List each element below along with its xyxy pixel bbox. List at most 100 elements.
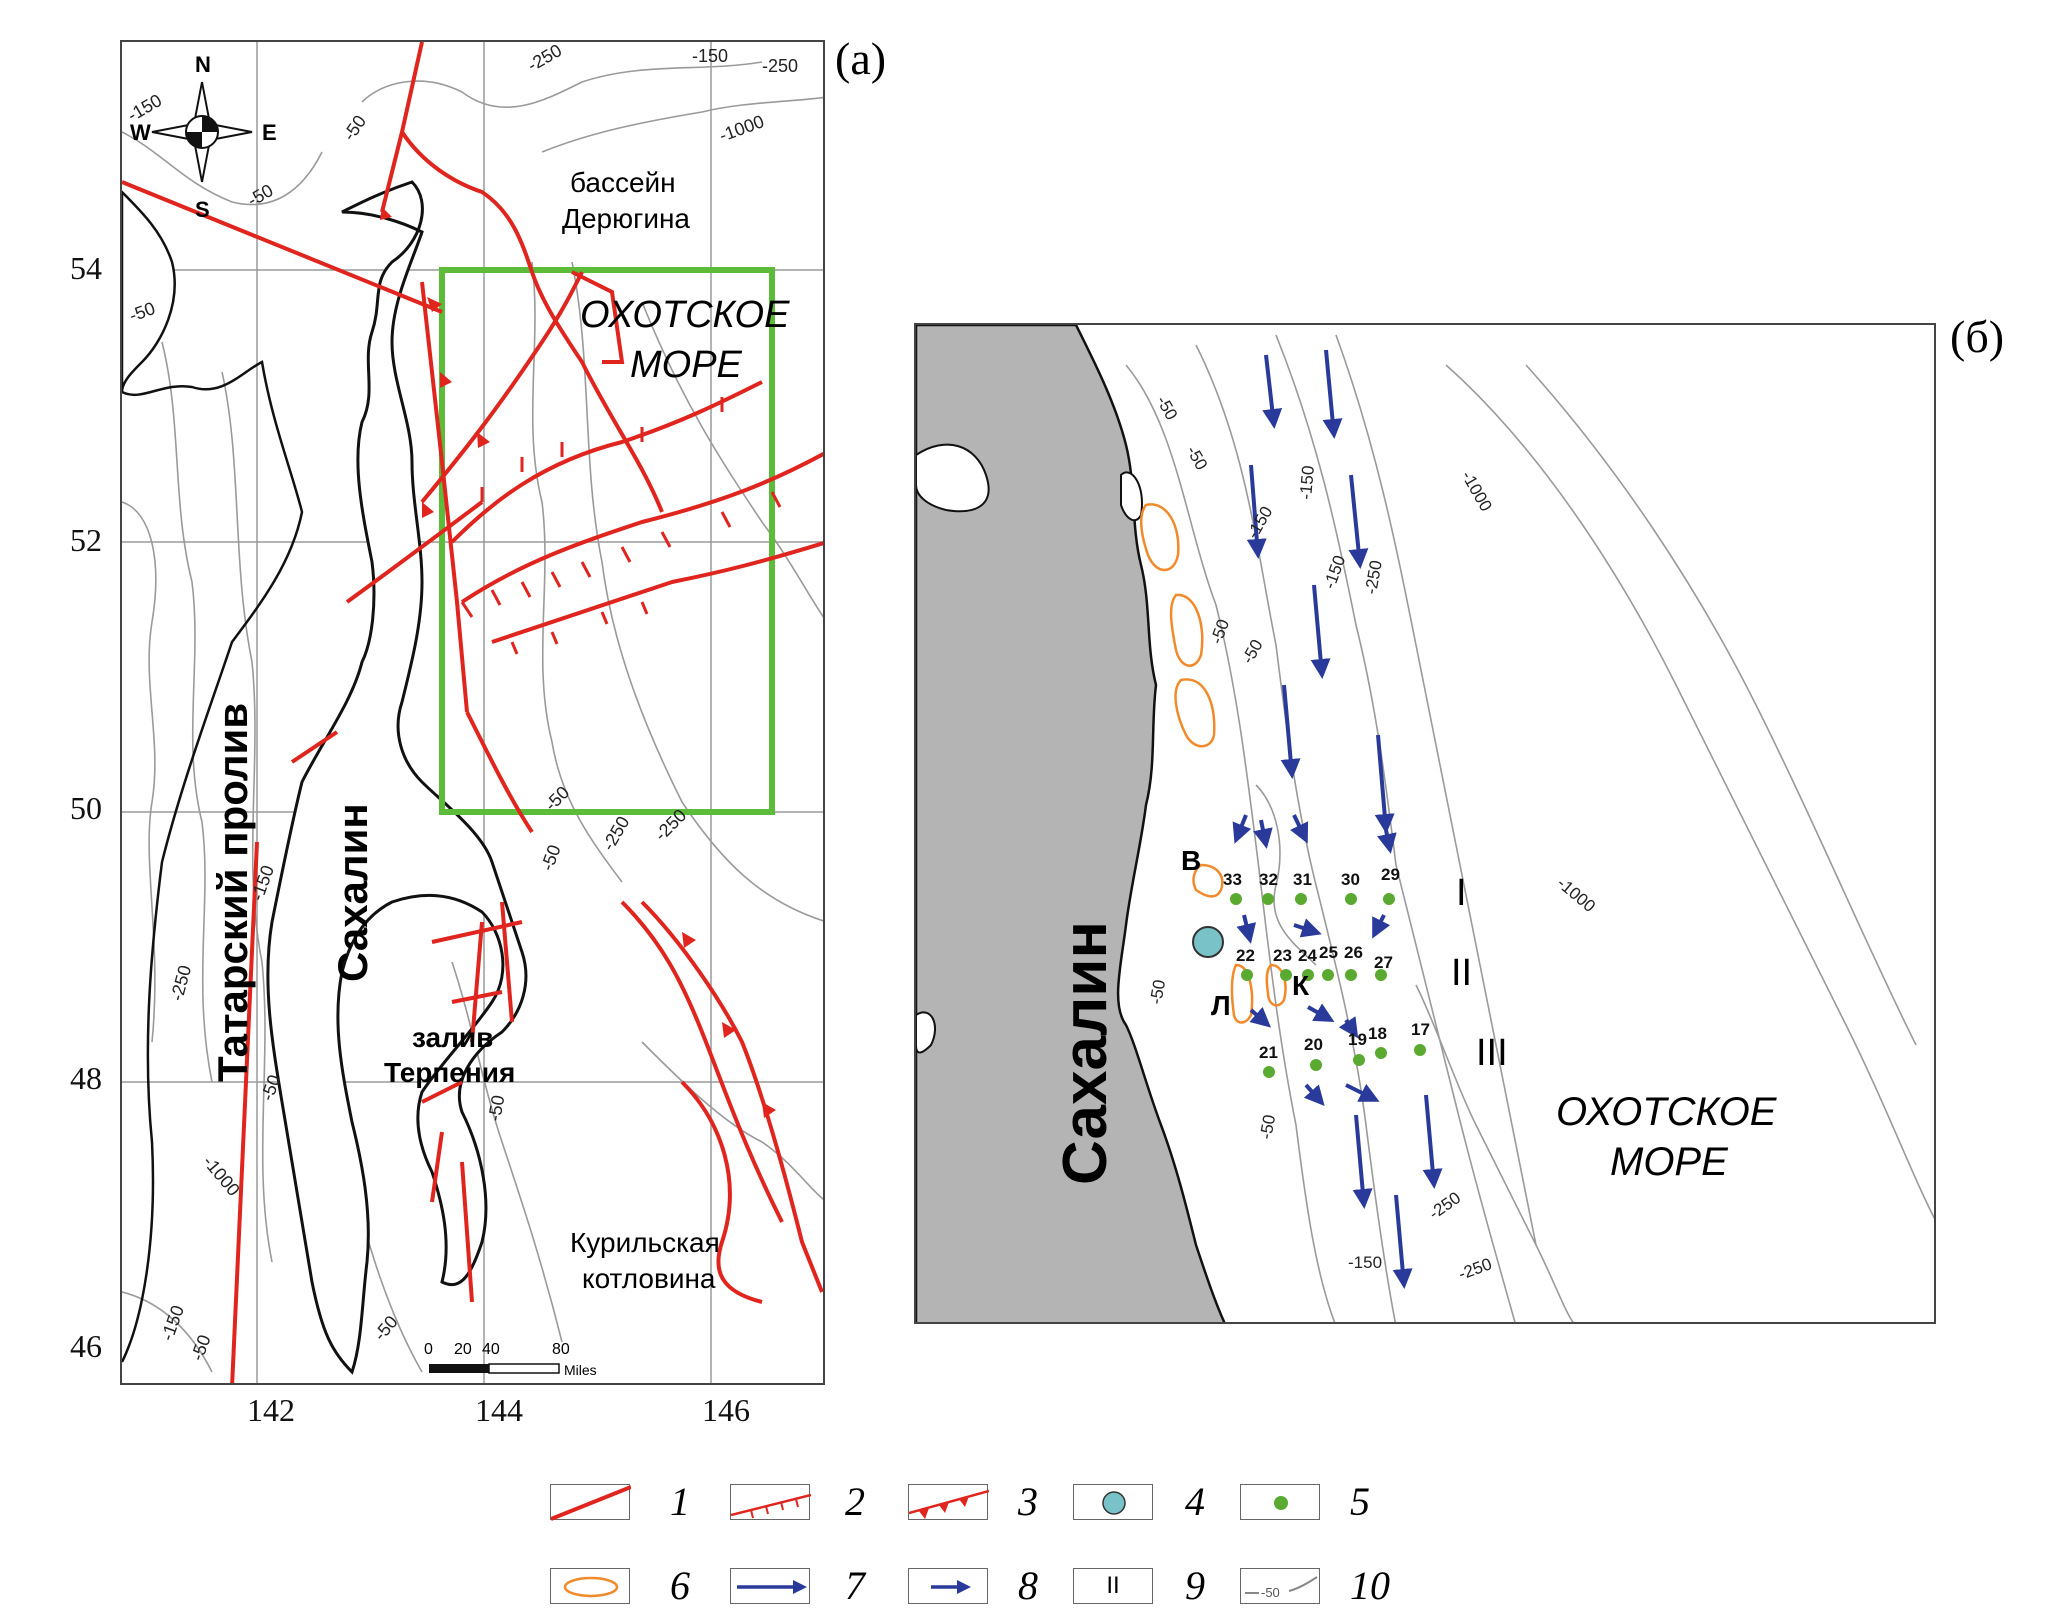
svg-text:-250: -250 bbox=[524, 42, 565, 75]
label-okhotsk-2: МОРЕ bbox=[630, 344, 743, 386]
svg-text:31: 31 bbox=[1293, 870, 1312, 889]
legend-num-4: 4 bbox=[1185, 1479, 1205, 1524]
label-deryugin-2: Дерюгина bbox=[562, 203, 690, 234]
svg-text:-50: -50 bbox=[370, 1312, 402, 1345]
svg-text:27: 27 bbox=[1374, 953, 1393, 972]
lon-tick: 146 bbox=[702, 1392, 750, 1428]
panel-a-tag: (a) bbox=[835, 33, 887, 84]
legend-box-8 bbox=[908, 1568, 988, 1604]
svg-text:-150: -150 bbox=[692, 46, 728, 66]
label-okhotsk-b-2: МОРЕ bbox=[1610, 1140, 1729, 1184]
svg-text:-50: -50 bbox=[1153, 393, 1182, 424]
lat-tick: 52 bbox=[70, 522, 102, 558]
compass-e: E bbox=[262, 120, 277, 145]
compass-s: S bbox=[195, 197, 210, 222]
label-k: К bbox=[1292, 970, 1310, 1001]
label-v: В bbox=[1181, 845, 1201, 876]
svg-text:-50: -50 bbox=[339, 112, 370, 145]
label-sakhalin: Сахалин bbox=[329, 803, 376, 982]
svg-text:-1000: -1000 bbox=[1553, 874, 1599, 917]
label-okhotsk: ОХОТСКОЕ bbox=[580, 294, 790, 336]
label-okhotsk-b: ОХОТСКОЕ bbox=[1556, 1090, 1778, 1134]
label-sakhalin-b: Сахалин bbox=[1051, 921, 1120, 1185]
transect-ii: II bbox=[1451, 952, 1472, 994]
label-l: Л bbox=[1211, 990, 1231, 1021]
scale-bar: 0 20 40 80 Miles bbox=[424, 1341, 597, 1378]
legend-num-9: 9 bbox=[1185, 1563, 1205, 1608]
svg-text:29: 29 bbox=[1381, 865, 1400, 884]
faults bbox=[122, 42, 823, 1383]
legend-box-3 bbox=[908, 1484, 990, 1520]
panel-b-map: 33 32 31 30 29 22 23 24 25 26 27 21 20 1… bbox=[914, 323, 1936, 1324]
lon-tick: 144 bbox=[475, 1392, 523, 1428]
legend-box-9: II bbox=[1073, 1568, 1153, 1604]
legend-num-1: 1 bbox=[670, 1479, 690, 1524]
svg-text:32: 32 bbox=[1259, 870, 1278, 889]
legend-box-6 bbox=[550, 1568, 630, 1604]
lat-tick: 50 bbox=[70, 790, 102, 826]
mainland-coast bbox=[122, 190, 176, 393]
legend-box-10: -50 bbox=[1240, 1568, 1320, 1604]
panel-b-tag: (б) bbox=[1950, 311, 2005, 362]
legend-num-5: 5 bbox=[1350, 1479, 1370, 1524]
station-numbers: 33 32 31 30 29 22 23 24 25 26 27 21 20 1… bbox=[1223, 865, 1430, 1062]
lat-tick: 54 bbox=[70, 250, 102, 286]
svg-text:30: 30 bbox=[1341, 870, 1360, 889]
svg-text:24: 24 bbox=[1298, 946, 1317, 965]
legend-num-2: 2 bbox=[845, 1479, 865, 1524]
panel-a-svg: N S W E бассейн Дерюгина ОХОТСКОЕ МОРЕ Т… bbox=[122, 42, 823, 1383]
legend-num-7: 7 bbox=[845, 1563, 865, 1608]
legend-num-3: 3 bbox=[1018, 1479, 1038, 1524]
svg-text:-50: -50 bbox=[187, 1332, 215, 1363]
study-area-box bbox=[439, 267, 775, 815]
legend-box-5 bbox=[1240, 1484, 1320, 1520]
svg-text:-150: -150 bbox=[157, 1303, 188, 1344]
svg-text:80: 80 bbox=[552, 1341, 570, 1358]
svg-text:-1000: -1000 bbox=[717, 111, 767, 146]
fault-ticks bbox=[460, 397, 782, 655]
svg-text:17: 17 bbox=[1411, 1020, 1430, 1039]
svg-text:-50: -50 bbox=[244, 180, 277, 210]
label-terpeniya-2: Терпения bbox=[384, 1057, 515, 1088]
depth-labels-b: -50 -50 -150 -150 -250 -1000 -50 -50 -15… bbox=[1146, 393, 1599, 1284]
svg-text:-50: -50 bbox=[1146, 978, 1169, 1006]
isobaths bbox=[122, 61, 823, 1373]
svg-text:-50: -50 bbox=[484, 1094, 508, 1123]
svg-text:-50: -50 bbox=[1238, 636, 1267, 667]
svg-text:22: 22 bbox=[1236, 946, 1255, 965]
svg-text:20: 20 bbox=[1304, 1035, 1323, 1054]
panel-b-svg: 33 32 31 30 29 22 23 24 25 26 27 21 20 1… bbox=[916, 325, 1934, 1322]
lon-tick: 142 bbox=[247, 1392, 295, 1428]
legend-num-6: 6 bbox=[670, 1563, 690, 1608]
label-tatar-strait: Татарский пролив bbox=[209, 703, 256, 1082]
svg-text:-250: -250 bbox=[1456, 1254, 1494, 1283]
sakhalin-island bbox=[266, 180, 528, 1375]
flow-arrows bbox=[1232, 349, 1443, 1289]
transect-i: I bbox=[1456, 872, 1467, 914]
svg-text:26: 26 bbox=[1344, 943, 1363, 962]
legend-box-2 bbox=[730, 1484, 812, 1520]
label-kuril-2: котловина bbox=[582, 1263, 716, 1294]
svg-text:-150: -150 bbox=[1348, 1253, 1382, 1272]
svg-text:-250: -250 bbox=[1361, 559, 1386, 596]
svg-text:19: 19 bbox=[1348, 1030, 1367, 1049]
legend-num-10: 10 bbox=[1350, 1563, 1390, 1608]
svg-text:-250: -250 bbox=[167, 963, 196, 1003]
svg-text:18: 18 bbox=[1368, 1024, 1387, 1043]
stations bbox=[1230, 893, 1426, 1078]
svg-text:21: 21 bbox=[1259, 1043, 1278, 1062]
legend-roman-sample: II bbox=[1106, 1572, 1120, 1599]
svg-text:-50: -50 bbox=[1183, 443, 1212, 474]
svg-text:Miles: Miles bbox=[564, 1362, 597, 1378]
legend-num-8: 8 bbox=[1018, 1563, 1038, 1608]
svg-text:0: 0 bbox=[424, 1341, 433, 1358]
svg-text:-250: -250 bbox=[1425, 1188, 1464, 1223]
panel-a-map: N S W E бассейн Дерюгина ОХОТСКОЕ МОРЕ Т… bbox=[120, 40, 825, 1385]
svg-text:-50: -50 bbox=[1261, 1585, 1280, 1600]
seep-site-marker bbox=[1192, 926, 1224, 958]
svg-text:40: 40 bbox=[482, 1341, 500, 1358]
svg-text:-50: -50 bbox=[537, 842, 565, 873]
transect-iii: III bbox=[1476, 1032, 1508, 1074]
mainland-coast-2 bbox=[122, 360, 304, 1363]
legend-box-4 bbox=[1073, 1484, 1153, 1520]
